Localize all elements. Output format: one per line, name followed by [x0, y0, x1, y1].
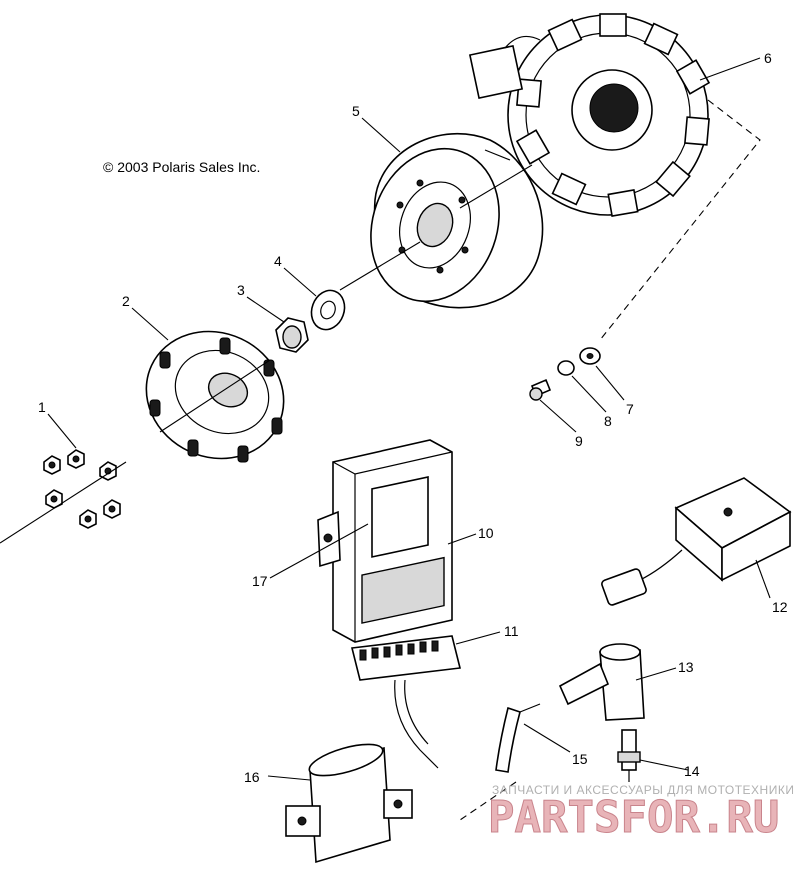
watermark-tagline: ЗАПЧАСТИ И АКСЕССУАРЫ ДЛЯ МОТОТЕХНИКИ [492, 783, 794, 797]
connector [351, 635, 461, 769]
copyright-text: © 2003 Polaris Sales Inc. [103, 159, 260, 175]
callout-17: 17 [252, 573, 268, 589]
callouts: 1 2 3 4 5 6 7 8 9 10 11 12 13 14 15 16 1… [38, 50, 788, 785]
callout-4: 4 [274, 253, 282, 269]
callout-leaders [47, 57, 771, 781]
callout-9: 9 [575, 433, 583, 449]
assembly-lines [0, 99, 761, 821]
callout-16: 16 [244, 769, 260, 785]
watermark-logo: PARTSFOR.RU [488, 792, 779, 843]
callout-15: 15 [572, 751, 588, 767]
callout-8: 8 [604, 413, 612, 429]
callout-10: 10 [478, 525, 494, 541]
ht-wire [495, 703, 541, 773]
nut [275, 317, 309, 353]
ignition-coil [285, 743, 413, 864]
callout-12: 12 [772, 599, 788, 615]
spark-plug-cap [558, 643, 645, 721]
spark-plug [617, 729, 641, 782]
callout-13: 13 [678, 659, 694, 675]
flywheel [370, 132, 544, 309]
stator [468, 13, 711, 218]
callout-5: 5 [352, 103, 360, 119]
callout-3: 3 [237, 282, 245, 298]
watermark: ЗАПЧАСТИ И АКСЕССУАРЫ ДЛЯ МОТОТЕХНИКИ PA… [488, 783, 794, 844]
callout-14: 14 [684, 763, 700, 779]
callout-11: 11 [504, 623, 519, 639]
stator-hardware [529, 347, 601, 401]
washer [310, 289, 346, 331]
callout-7: 7 [626, 401, 634, 417]
callout-2: 2 [122, 293, 130, 309]
regulator [601, 477, 792, 606]
callout-6: 6 [764, 50, 772, 66]
bolts [43, 449, 121, 529]
callout-1: 1 [38, 399, 46, 415]
